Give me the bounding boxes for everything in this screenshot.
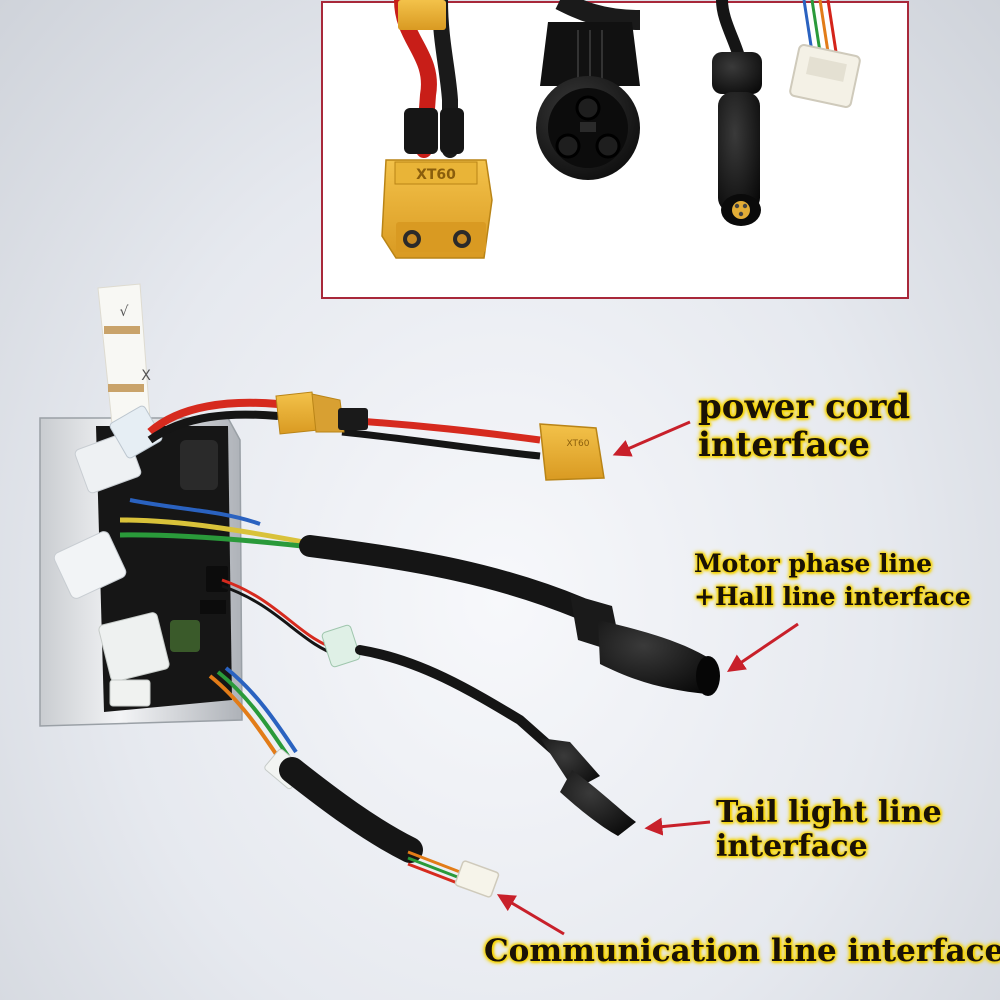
tail-connector-closeup: [712, 0, 762, 226]
xt60-plug-pair: [275, 391, 368, 435]
label-motor-line-2: +Hall line interface: [694, 581, 971, 611]
comm-connector-closeup: [789, 0, 861, 108]
comm-connector: [454, 860, 500, 898]
label-communication-interface: Communication line interface: [484, 934, 1000, 969]
label-motor-phase-interface: Motor phase line +Hall line interface: [694, 548, 971, 613]
green-capacitor: [170, 620, 200, 652]
communication-cable: [208, 666, 500, 898]
white-connector: [53, 531, 127, 599]
label-check-mark: √: [120, 304, 129, 320]
connector-closeup-inset: XT60: [321, 0, 909, 299]
xt60-marking: XT60: [567, 439, 590, 449]
label-power-line-2: interface: [698, 425, 870, 466]
label-power-line-1: power cord: [698, 387, 911, 427]
controller-paper-label: √ X: [97, 283, 151, 425]
label-tail-light-interface: Tail light line interface: [716, 796, 942, 863]
motor-connector-closeup: [536, 0, 641, 180]
label-tail-line-1: Tail light line: [716, 795, 942, 830]
controller-unit: √ X: [39, 283, 243, 727]
xt60-closeup: XT60: [381, 0, 493, 259]
motor-phase-cable: [119, 498, 720, 696]
capacitor: [180, 440, 218, 490]
callout-arrows: [496, 420, 799, 936]
arrow-power: [612, 420, 691, 457]
arrow-motor: [727, 622, 799, 673]
xt60-marking-text: XT60: [416, 167, 456, 183]
label-motor-line-1: Motor phase line: [694, 549, 933, 578]
motor-connector: [570, 594, 720, 696]
power-cord-cable: XT60: [147, 391, 605, 481]
tail-light-cable: [221, 578, 636, 836]
label-x-mark: X: [141, 368, 151, 384]
xt60-female-plug: XT60: [539, 423, 605, 481]
white-connector: [321, 624, 361, 668]
label-power-cord-interface: power cord interface: [698, 388, 910, 464]
label-comm-line: Communication line interface: [484, 933, 1000, 969]
label-tail-line-2: interface: [716, 828, 868, 864]
tail-light-connector: [540, 738, 636, 836]
arrow-tail: [644, 817, 711, 836]
white-connector: [98, 612, 170, 682]
arrow-comm: [496, 894, 565, 936]
